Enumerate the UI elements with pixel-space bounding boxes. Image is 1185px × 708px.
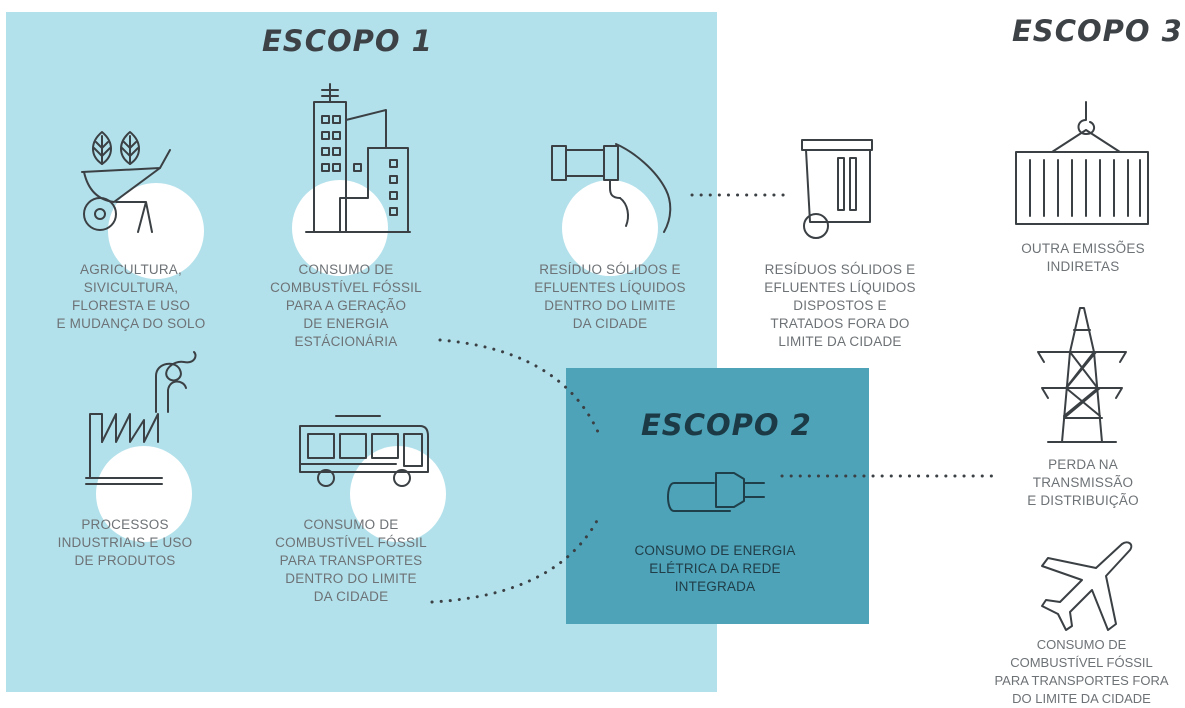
waste-in-city-label: RESÍDUO SÓLIDOS E EFLUENTES LÍQUIDOS DEN… [534,262,686,331]
factory-icon [85,351,197,485]
stationary-energy-label: CONSUMO DE COMBUSTÍVEL FÓSSIL PARA A GER… [270,262,422,349]
scope1-title: ESCOPO 1 [262,24,433,58]
buildings-icon [305,83,411,233]
transport-in-city-label: CONSUMO DE COMBUSTÍVEL FÓSSIL PARA TRANS… [275,517,427,604]
agriculture-label: AGRICULTURA, SIVICULTURA, FLORESTA E USO… [56,262,206,331]
shipping-container-icon [1015,101,1149,225]
transmission-tower-icon [1037,307,1127,443]
bus-icon [299,415,429,487]
transport-outside-label: CONSUMO DE COMBUSTÍVEL FÓSSIL PARA TRANS… [994,637,1169,706]
scope3-title: ESCOPO 3 [1012,14,1183,48]
pipe-effluent-icon [551,143,672,233]
transport-in-city-accent-circle [350,446,446,542]
scope2-title: ESCOPO 2 [641,408,812,442]
grid-electricity-label: CONSUMO DE ENERGIA ELÉTRICA DA REDE INTE… [634,543,796,594]
waste-in-city-accent-circle [562,180,658,276]
plug-icon [667,472,765,512]
waste-outside-label: RESÍDUOS SÓLIDOS E EFLUENTES LÍQUIDOS DI… [764,262,916,349]
wheelbarrow-plants-icon [81,131,171,233]
agriculture-accent-circle [108,183,204,279]
trash-bin-icon [801,139,873,239]
industrial-label: PROCESSOS INDUSTRIAIS E USO DE PRODUTOS [57,517,193,568]
transmission-loss-label: PERDA NA TRANSMISSÃO E DISTRIBUIÇÃO [1027,457,1139,508]
airplane-icon [1041,541,1133,631]
other-indirect-label: OUTRA EMISSÕES INDIRETAS [1021,241,1145,274]
industrial-accent-circle [96,446,192,542]
scope2-panel [566,368,869,624]
